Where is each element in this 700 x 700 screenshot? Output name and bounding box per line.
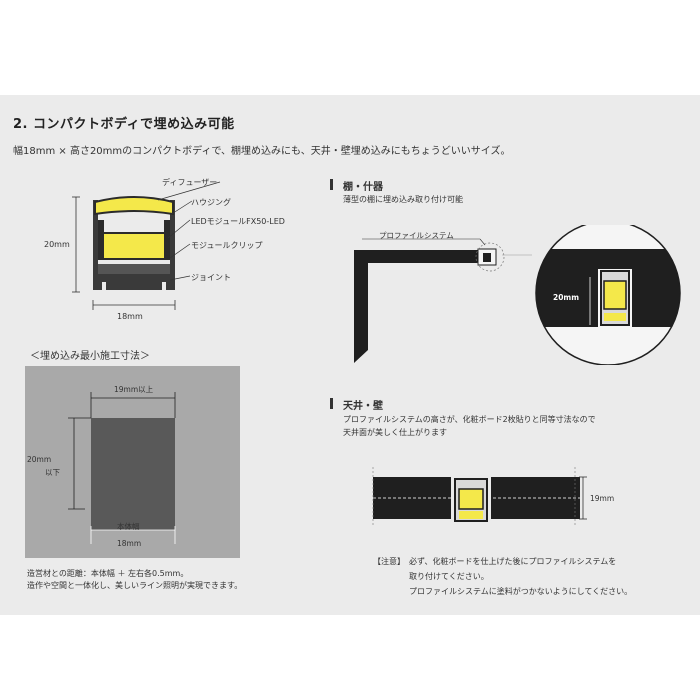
- ceiling-dimension-label: 19mm: [590, 494, 615, 503]
- shelf-heading: 棚・什器: [343, 182, 383, 193]
- body-width-caption: 本体幅: [117, 522, 140, 531]
- min-height-label: 20mm: [27, 455, 52, 464]
- profile-width-label: 18mm: [117, 312, 143, 321]
- shelf-diagram: [354, 225, 681, 365]
- min-size-title: ＜埋め込み最小施工寸法＞: [30, 351, 150, 362]
- label-joint: ジョイント: [191, 273, 231, 282]
- shelf-description: 薄型の棚に埋め込み取り付け可能: [343, 195, 463, 204]
- min-size-note-line2: 造作や空間と一体化し、美しいライン照明が実現できます。: [27, 581, 243, 590]
- caution-tag: 【注意】: [373, 557, 405, 566]
- ceiling-heading-bar: [330, 398, 333, 409]
- caution-line1: 必ず、化粧ボードを仕上げた後にプロファイルシステムを: [409, 557, 617, 566]
- shelf-dimension-label: 20mm: [553, 293, 580, 302]
- min-size-note-line1: 造営材との距離：本体幅 ＋ 左右各0.5mm。: [27, 569, 189, 578]
- label-housing: ハウジング: [191, 198, 231, 207]
- shelf-heading-bar: [330, 179, 333, 190]
- profile-height-label: 20mm: [44, 240, 70, 249]
- label-module-clip: モジュールクリップ: [191, 241, 263, 250]
- min-size-diagram: [25, 366, 240, 558]
- caution-line2: 取り付けてください。: [409, 572, 489, 581]
- caution-line3: プロファイルシステムに塗料がつかないようにしてください。: [409, 587, 633, 596]
- ceiling-diagram: [372, 467, 587, 527]
- ceiling-heading: 天井・壁: [343, 401, 383, 412]
- ceiling-description-line1: プロファイルシステムの高さが、化粧ボード2枚貼りと同等寸法なので: [343, 415, 596, 424]
- min-width-label: 19mm以上: [114, 385, 154, 394]
- profile-cross-section-diagram: [72, 181, 221, 310]
- min-height-suffix: 以下: [45, 468, 60, 477]
- body-width-value: 18mm: [117, 539, 142, 548]
- section-title: 2. コンパクトボディで埋め込み可能: [13, 117, 235, 132]
- ceiling-description-line2: 天井面が美しく仕上がります: [343, 428, 447, 437]
- label-diffuser: ディフューザー: [162, 178, 218, 187]
- section-intro: 幅18mm × 高さ20mmのコンパクトボディで、棚埋め込みにも、天井・壁埋め込…: [13, 146, 511, 157]
- label-led-module: LEDモジュールFX50-LED: [191, 217, 285, 226]
- profile-system-callout: プロファイルシステム: [379, 231, 454, 240]
